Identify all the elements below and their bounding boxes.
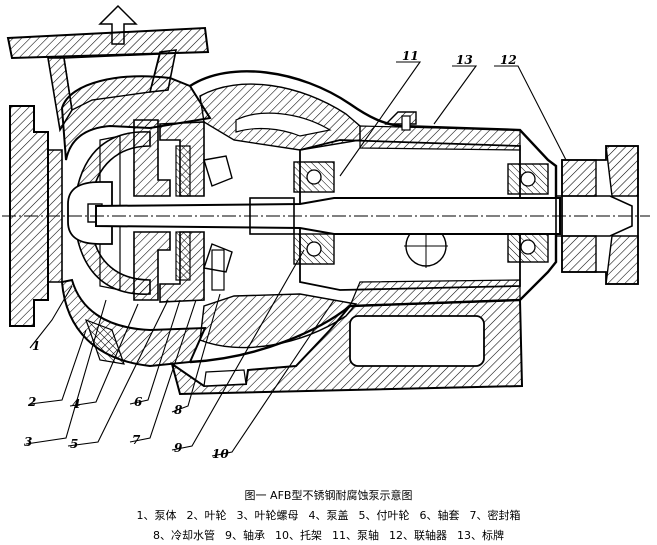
callout-10: 10 <box>212 447 229 461</box>
callout-13: 13 <box>456 53 473 67</box>
leader-lines <box>25 61 567 457</box>
callout-2: 2 <box>27 395 36 409</box>
legend-item: 12、联轴器 <box>389 529 447 542</box>
legend-item: 13、标牌 <box>457 529 504 542</box>
legend-item: 11、泵轴 <box>332 529 379 542</box>
callout-6: 6 <box>134 395 143 409</box>
legend-item: 6、轴套 <box>419 509 460 522</box>
legend-item: 1、泵体 <box>136 509 177 522</box>
nameplate-boss <box>384 111 417 131</box>
callout-5: 5 <box>70 437 78 451</box>
callout-numbers: 1 2 3 4 5 6 7 8 9 10 11 12 13 <box>24 49 517 461</box>
legend-item: 5、付叶轮 <box>358 509 410 522</box>
pump-shaft <box>2 195 650 237</box>
bearing-bracket-housing <box>189 70 558 364</box>
legend-item: 3、叶轮螺母 <box>236 509 299 522</box>
legend-item: 9、轴承 <box>225 529 265 542</box>
callout-11: 11 <box>402 49 419 63</box>
callout-9: 9 <box>174 441 183 455</box>
legend-item: 2、叶轮 <box>186 509 227 522</box>
pump-cover-and-seal-box <box>133 119 233 303</box>
legend-item: 4、泵盖 <box>308 509 349 522</box>
callout-7: 7 <box>132 433 141 447</box>
legend-row-2: 8、冷却水管 9、轴承 10、托架 11、泵轴 12、联轴器 13、标牌 <box>0 529 657 543</box>
bearing-right <box>507 163 549 263</box>
figure-title: 图一 AFB型不锈钢耐腐蚀泵示意图 <box>244 489 413 502</box>
pump-body-volute <box>60 75 212 368</box>
callout-12: 12 <box>500 53 517 67</box>
legend-item: 10、托架 <box>275 529 322 542</box>
discharge-outlet <box>6 4 210 133</box>
legend-item: 7、密封箱 <box>469 509 521 522</box>
callout-8: 8 <box>174 403 183 417</box>
support-bracket-base <box>170 298 524 396</box>
legend-row-1: 1、泵体 2、叶轮 3、叶轮螺母 4、泵盖 5、付叶轮 6、轴套 7、密封箱 <box>0 509 657 523</box>
legend-item: 8、冷却水管 <box>153 529 215 542</box>
pump-cross-section-drawing: 1 2 3 4 5 6 7 8 9 10 11 12 13 <box>2 4 650 461</box>
callout-1: 1 <box>32 339 40 353</box>
coupling <box>561 145 639 285</box>
callout-3: 3 <box>24 435 32 449</box>
callout-4: 4 <box>72 397 80 411</box>
bearing-left <box>293 161 335 265</box>
